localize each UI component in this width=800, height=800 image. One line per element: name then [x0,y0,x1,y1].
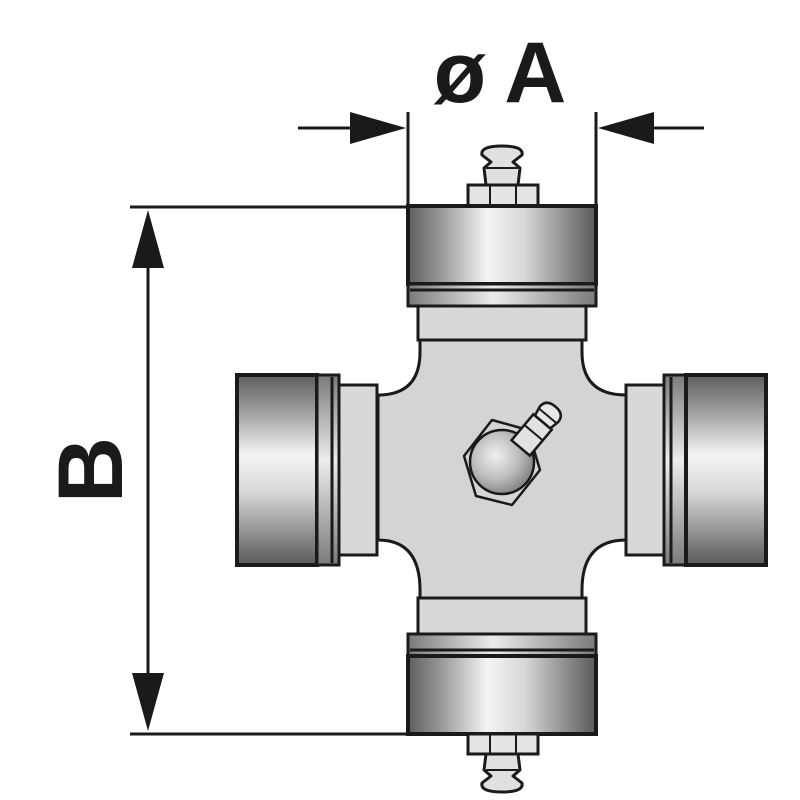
dimension-b: B [40,205,408,736]
grease-nipple-top-icon [466,144,540,209]
bearing-cap-left [235,373,379,567]
grease-nipple-center-icon [462,401,563,507]
bearing-cap-top [406,144,598,342]
dimension-a-arrow-right [598,112,654,144]
diameter-symbol: ø [434,25,487,121]
dimension-b-label: B [40,437,142,503]
dimension-a-arrow-left [350,112,406,144]
grease-nipple-bottom-icon [466,732,540,794]
dimension-b-arrow-top [132,210,164,268]
dimension-b-arrow-bottom [132,673,164,731]
bearing-cap-right [624,373,768,567]
bearing-cap-bottom [406,596,598,794]
dimension-a-letter: A [504,25,566,121]
